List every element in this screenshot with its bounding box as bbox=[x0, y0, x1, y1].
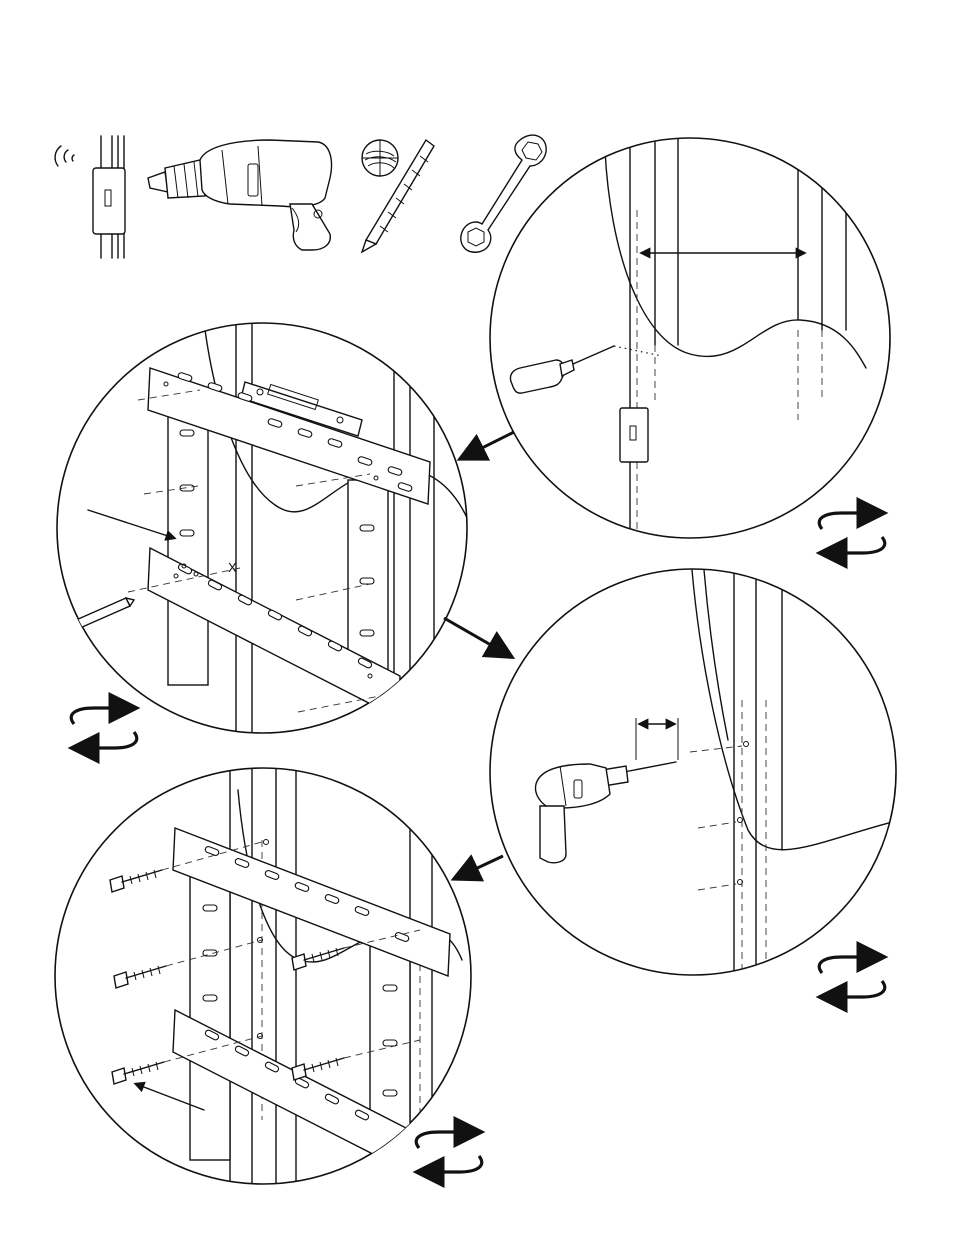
repeat-cycle-icon bbox=[416, 1132, 482, 1172]
center-mark-text: X bbox=[228, 560, 237, 575]
step-drill-pilot-holes bbox=[490, 569, 900, 980]
flow-arrow bbox=[444, 618, 510, 656]
drill-bit-wood-icon bbox=[362, 140, 434, 252]
stud-finder-icon bbox=[55, 136, 125, 258]
step-attach-lag-bolts bbox=[55, 768, 471, 1190]
step-locate-studs bbox=[490, 130, 890, 540]
repeat-cycle-icon bbox=[71, 708, 137, 748]
flow-arrow bbox=[456, 856, 503, 878]
power-drill-icon bbox=[148, 140, 332, 250]
repeat-cycle-icon bbox=[819, 513, 885, 553]
step-level-and-mark: X bbox=[57, 320, 468, 740]
repeat-cycle-icon bbox=[819, 957, 885, 997]
flow-arrow bbox=[462, 432, 514, 458]
